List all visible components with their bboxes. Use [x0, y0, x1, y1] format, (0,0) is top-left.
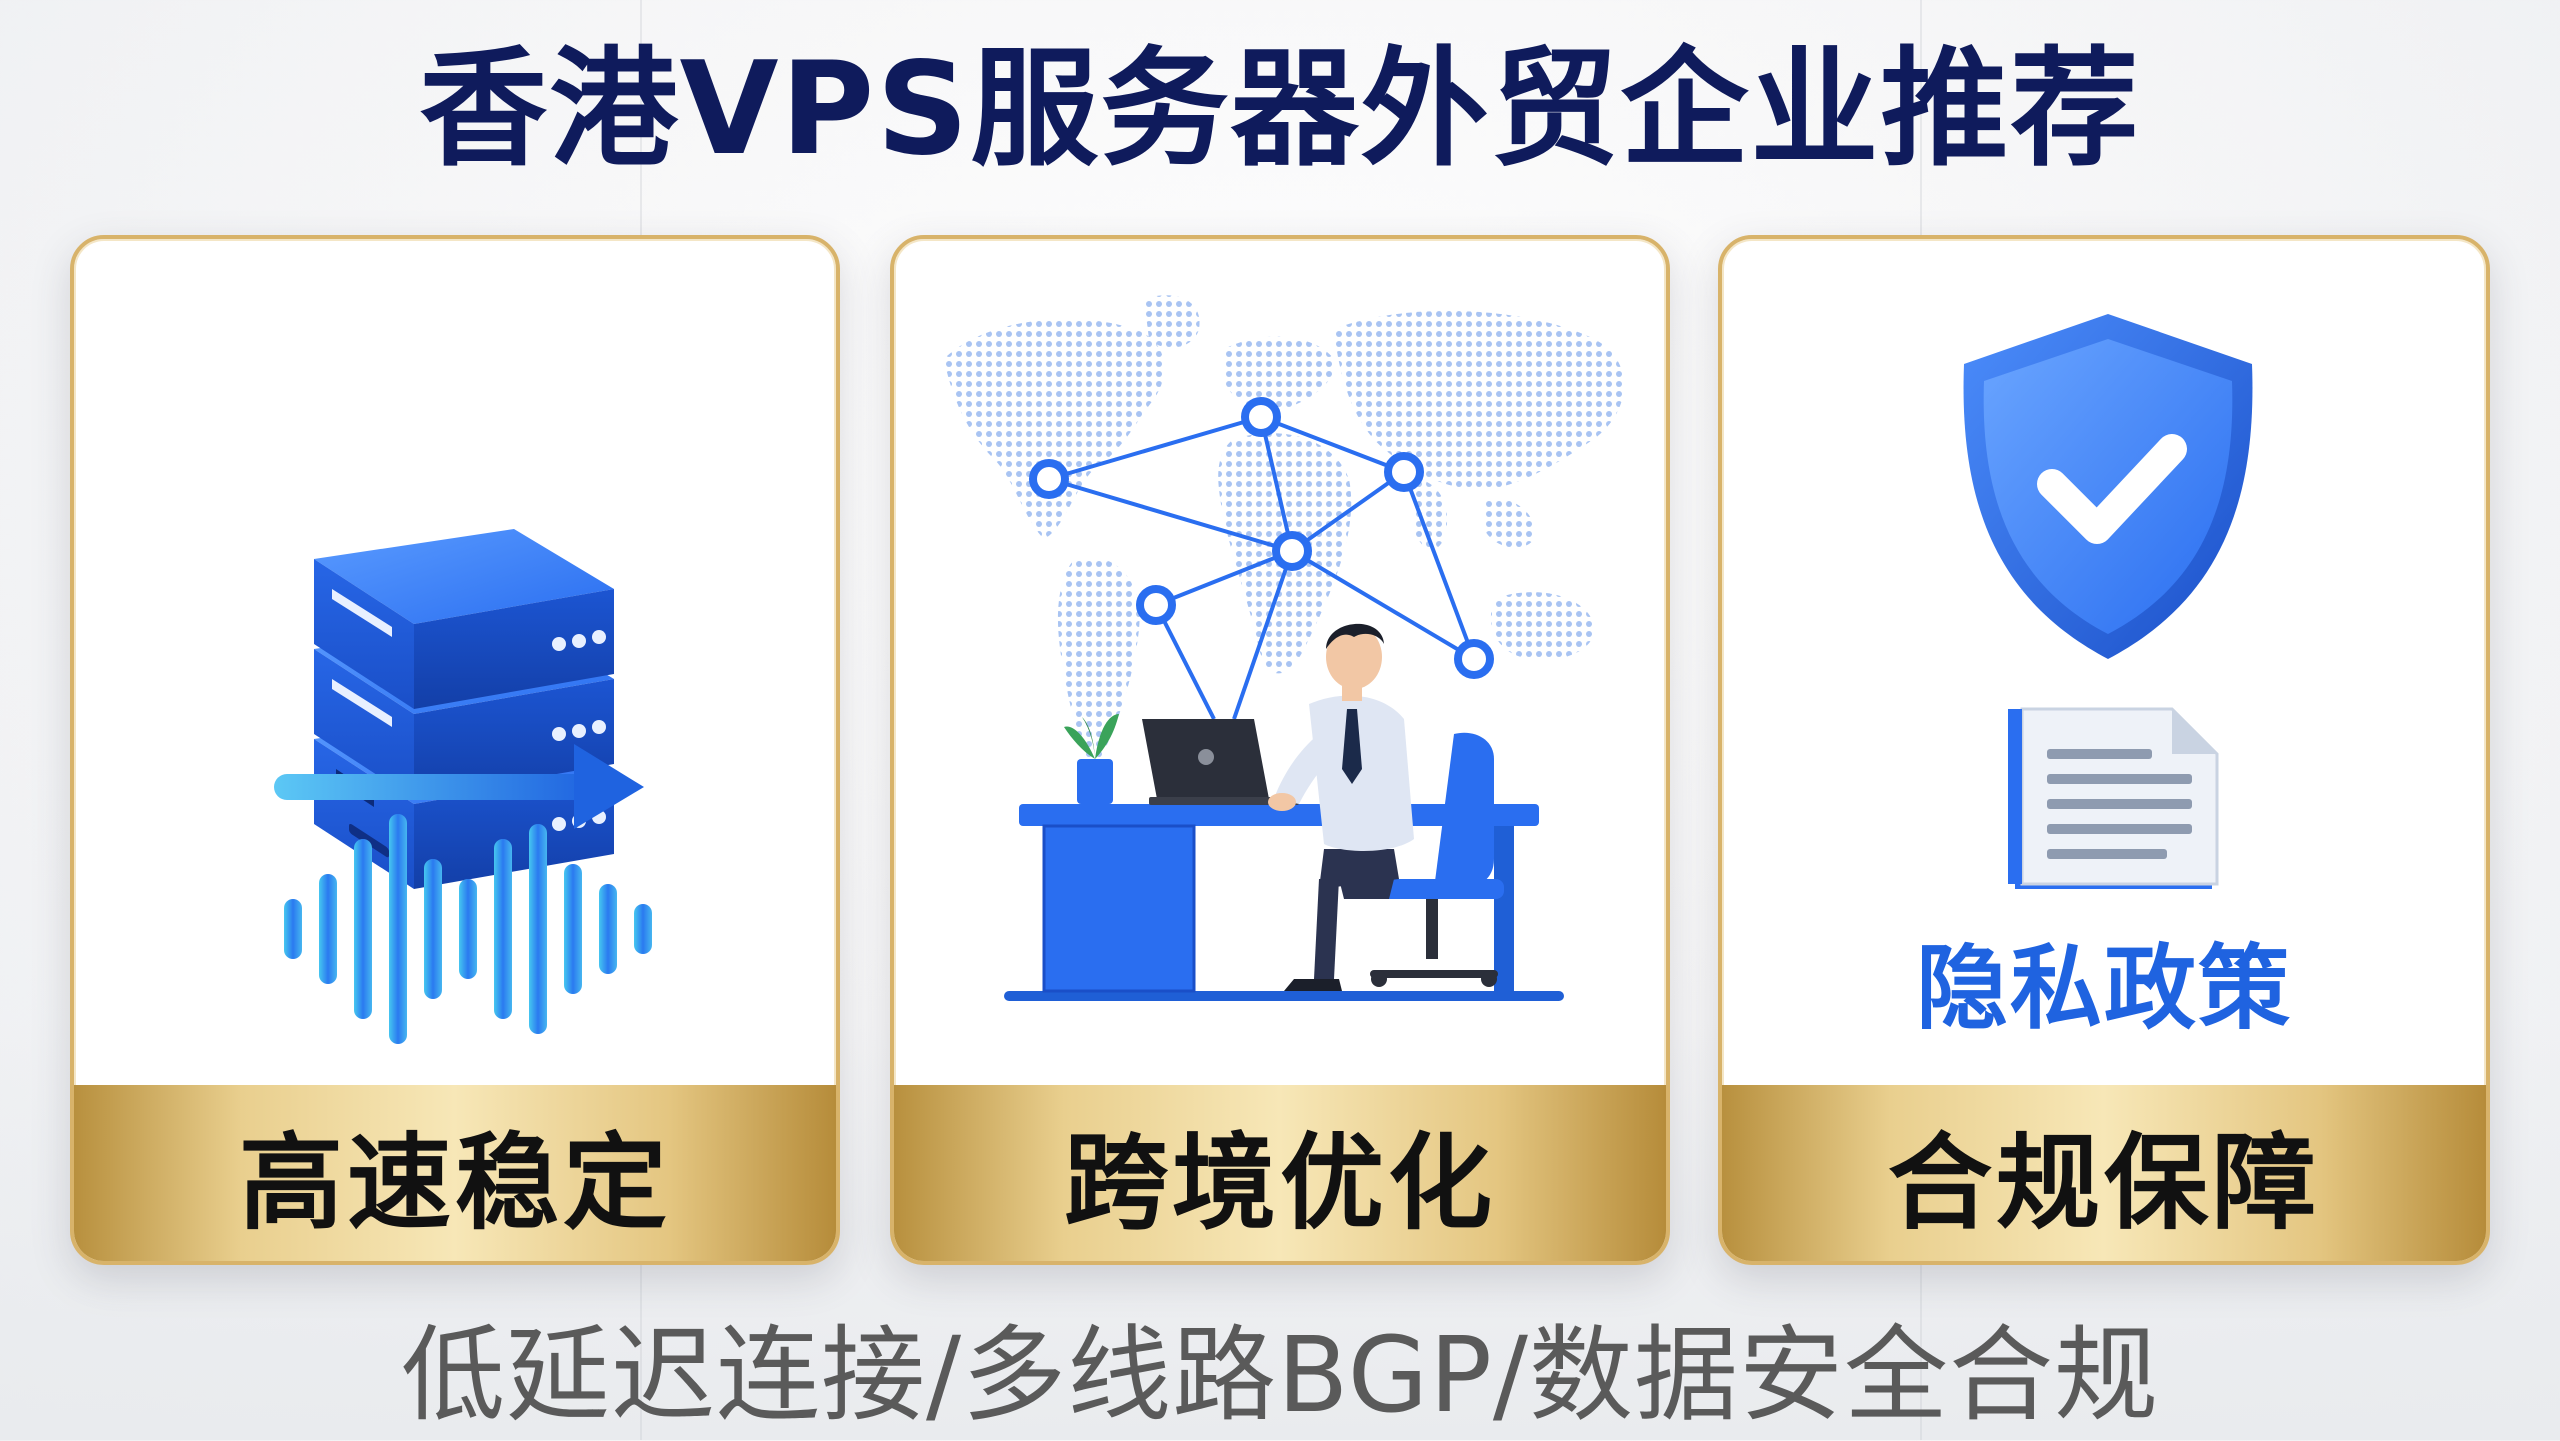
card-label-bar: 跨境优化 — [894, 1085, 1666, 1261]
server-stack-icon — [314, 529, 614, 889]
privacy-policy-text: 隐私政策 — [1915, 935, 2292, 1042]
card-label-bar: 合规保障 — [1722, 1085, 2486, 1261]
card-label: 跨境优化 — [1063, 1121, 1496, 1244]
card-illustration — [74, 239, 836, 1089]
feature-card-crossborder: 跨境优化 — [890, 235, 1670, 1265]
card-label: 合规保障 — [1887, 1121, 2320, 1244]
card-label: 高速稳定 — [238, 1121, 671, 1244]
card-illustration: 隐私政策 — [1722, 239, 2486, 1089]
feature-card-speed: 高速稳定 — [70, 235, 840, 1265]
feature-card-compliance: 隐私政策 合规保障 — [1718, 235, 2490, 1265]
world-map-icon — [944, 295, 1624, 779]
card-illustration — [894, 239, 1666, 1089]
card-label-bar: 高速稳定 — [74, 1085, 836, 1261]
subtitle: 低延迟连接/多线路BGP/数据安全合规 — [401, 1314, 2159, 1436]
page-title: 香港VPS服务器外贸企业推荐 — [419, 35, 2141, 184]
shield-check-icon — [1963, 314, 2253, 659]
